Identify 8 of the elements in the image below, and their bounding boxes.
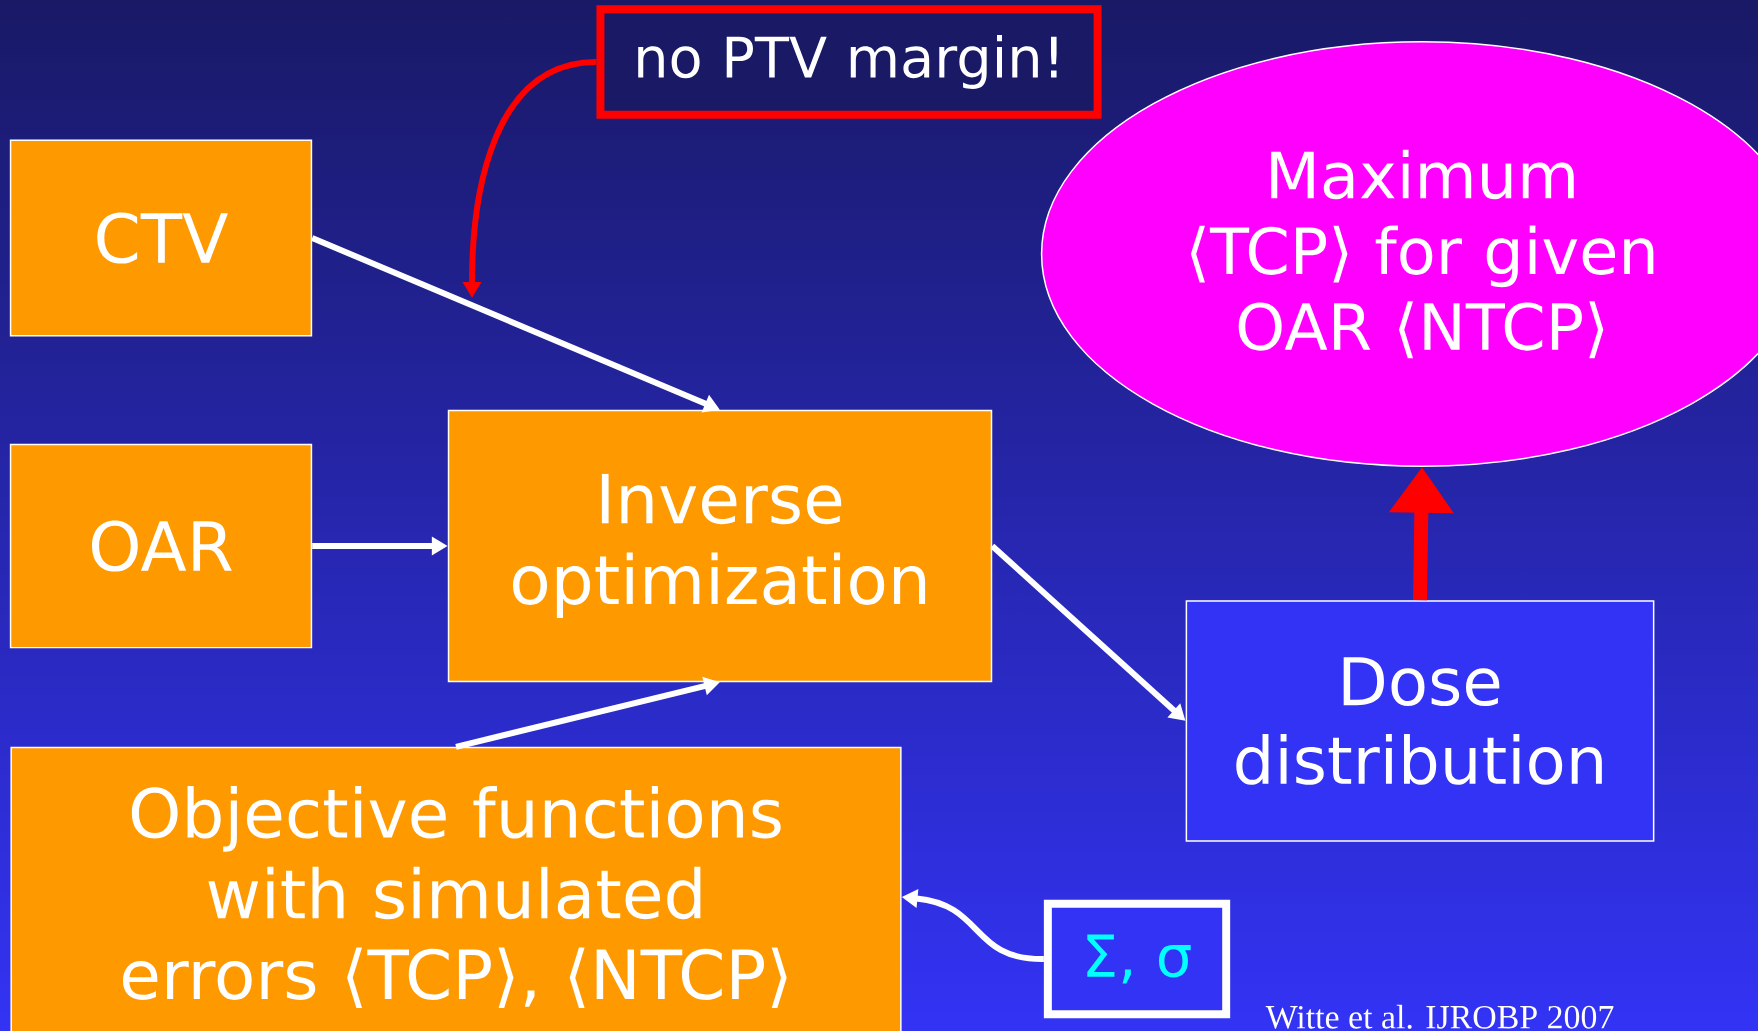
process-box: CTV [9,139,313,337]
process-box: Inverse optimization [447,409,993,683]
citation: Witte et al. IJROBP 2007 [1265,1004,1614,1029]
output-box: Dose distribution [1185,600,1655,842]
parameter-box: Σ, σ [1043,899,1231,1019]
note-box: no PTV margin! [596,5,1102,119]
process-box: OAR [9,443,313,649]
process-box: Objective functions with simulated errors ⟨TCP⟩, ⟨NTCP⟩ [10,746,902,1031]
